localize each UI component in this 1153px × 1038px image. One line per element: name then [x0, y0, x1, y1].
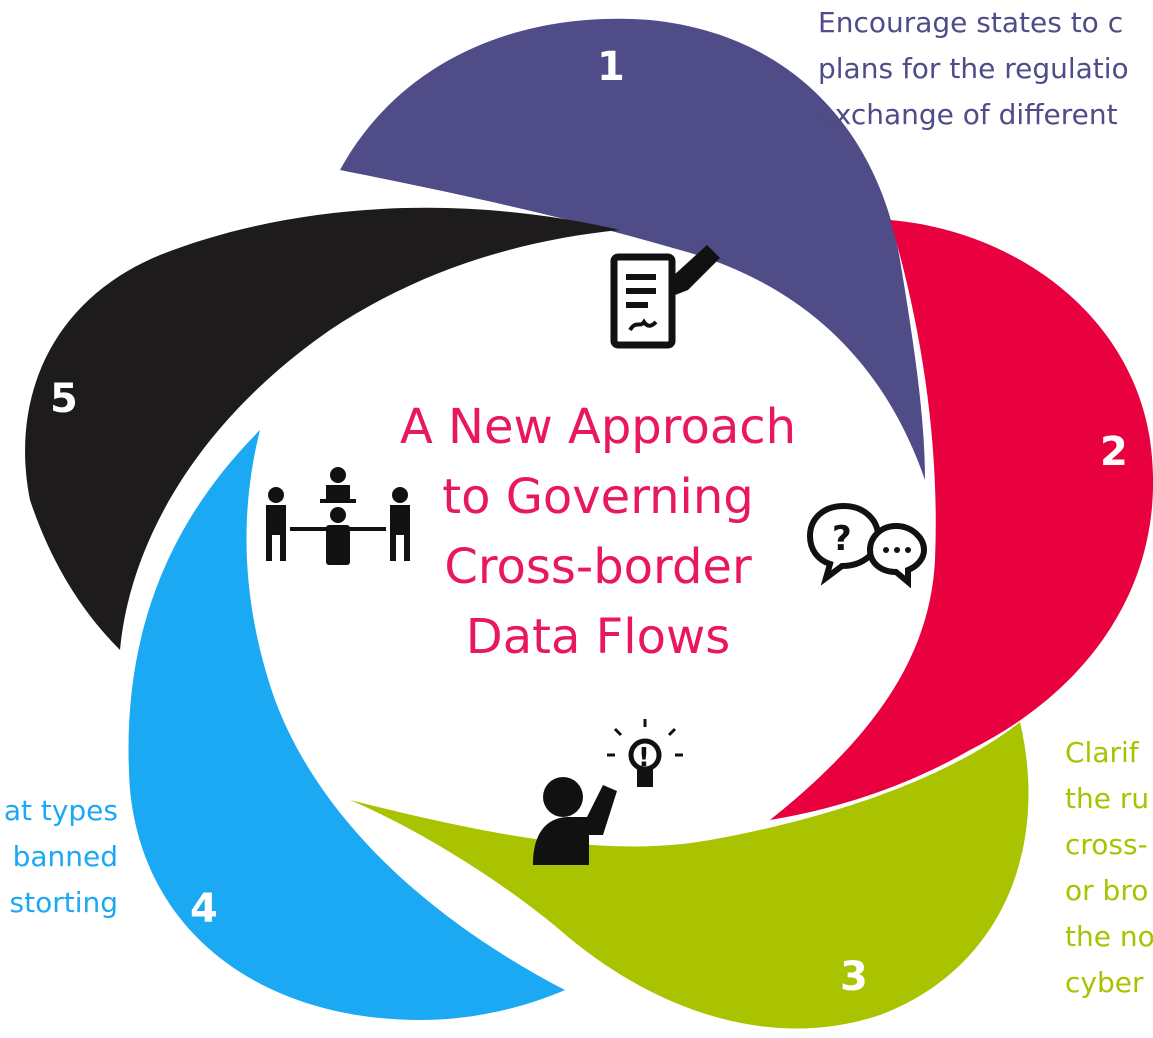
- question-chat-icon: ?: [806, 502, 928, 589]
- side-text-bottom-right-line-2: the ru: [1065, 782, 1149, 815]
- meeting-people-icon: [266, 467, 410, 565]
- side-text-bottom-left-line-2: banned: [13, 840, 118, 873]
- center-title: A New Approach to Governing Cross-border…: [400, 399, 796, 665]
- side-text-bottom-left: at types banned storting: [4, 794, 118, 919]
- petal-2: 2: [770, 220, 1153, 820]
- side-text-top-right-line-1: Encourage states to c: [818, 6, 1123, 39]
- title-line-3: Cross-border: [444, 539, 752, 595]
- petal-1: 1: [340, 18, 925, 480]
- petal-3: 3: [350, 722, 1029, 1029]
- petal-5-number: 5: [50, 376, 78, 422]
- side-text-bottom-right-line-6: cyber: [1065, 966, 1144, 999]
- side-text-top-right-line-2: plans for the regulatio: [818, 52, 1129, 85]
- side-text-bottom-right-line-1: Clarif: [1065, 736, 1140, 769]
- document-sign-icon: [610, 245, 720, 349]
- side-text-bottom-right-line-5: the no: [1065, 920, 1153, 953]
- petal-5: 5: [25, 207, 620, 650]
- side-text-bottom-left-line-3: storting: [10, 886, 119, 919]
- side-text-bottom-left-line-1: at types: [4, 794, 118, 827]
- petal-4-number: 4: [190, 886, 218, 932]
- petal-4: 4: [128, 430, 566, 1020]
- side-text-bottom-right-line-3: cross-: [1065, 828, 1148, 861]
- title-line-4: Data Flows: [466, 609, 730, 665]
- title-line-1: A New Approach: [400, 399, 796, 455]
- petal-3-number: 3: [840, 954, 868, 1000]
- petal-1-number: 1: [597, 44, 625, 90]
- petal-2-number: 2: [1100, 429, 1128, 475]
- idea-person-icon: !: [533, 719, 683, 865]
- side-text-bottom-right-line-4: or bro: [1065, 874, 1148, 907]
- title-line-2: to Governing: [442, 469, 753, 525]
- svg-text:!: !: [638, 743, 650, 773]
- svg-text:?: ?: [832, 519, 852, 559]
- side-text-top-right-line-3: exchange of different: [818, 98, 1118, 131]
- side-text-bottom-right: Clarif the ru cross- or bro the no cyber: [1065, 736, 1153, 999]
- side-text-top-right: Encourage states to c plans for the regu…: [818, 6, 1129, 131]
